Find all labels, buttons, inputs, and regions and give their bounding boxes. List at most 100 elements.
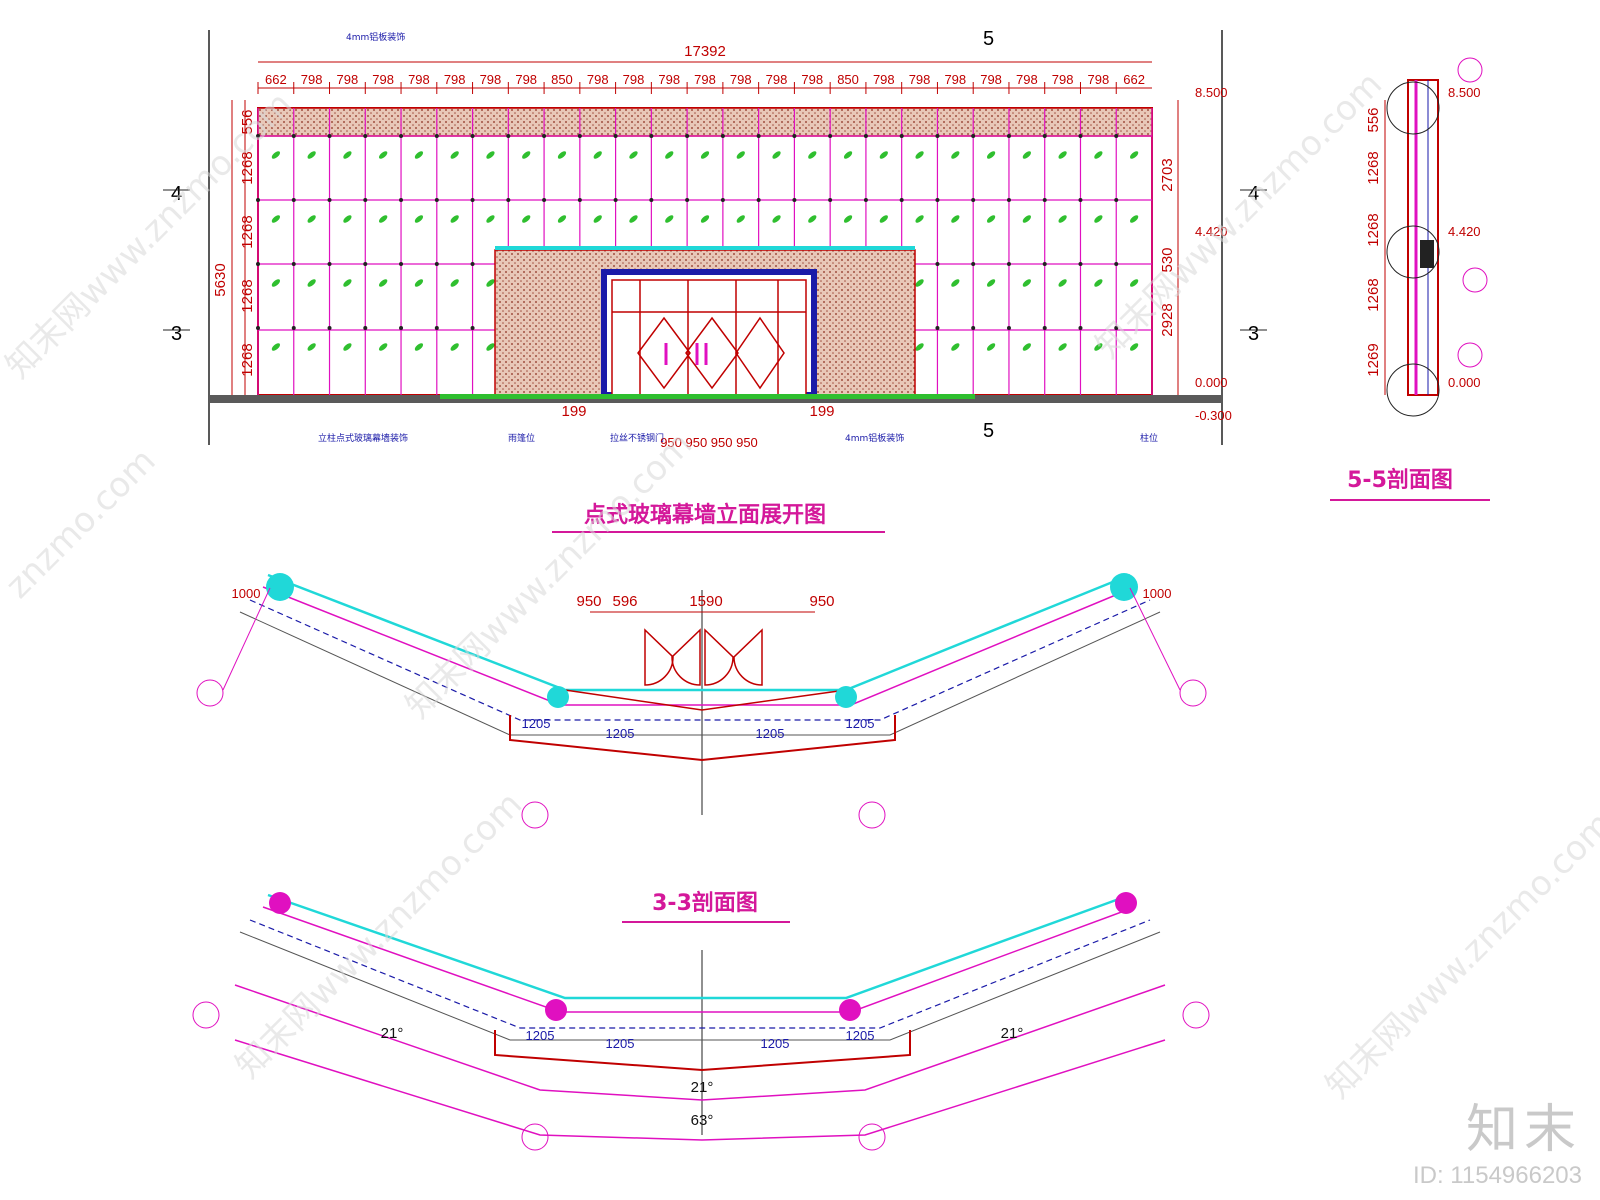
leaf-icon: [915, 151, 924, 159]
top-dim: 798: [1016, 72, 1038, 87]
leaf-icon: [557, 215, 567, 223]
leaf-icon: [986, 151, 996, 159]
plan-dim-1590: 1590: [689, 593, 722, 610]
footer-brand: 知末: [1465, 1100, 1582, 1160]
right-dim-1: 2703: [1159, 158, 1176, 191]
leaf-icon: [307, 279, 316, 287]
top-dim: 798: [444, 72, 466, 87]
right-dim-2: 530: [1159, 247, 1176, 272]
section-mark-4-left: 4: [171, 183, 182, 205]
leaf-icon: [307, 343, 316, 351]
section-3-3: 21° 21° 21° 63° 1205 1205 1205 1205: [192, 892, 1210, 1151]
leaf-icon: [986, 215, 996, 223]
angle-left: 21°: [381, 1025, 404, 1042]
top-dim: 798: [515, 72, 537, 87]
section-mark-4-right: 4: [1248, 183, 1259, 205]
leaf-icon: [986, 279, 996, 287]
leaf-icon: [343, 343, 352, 351]
top-dim: 798: [587, 72, 609, 87]
leaf-icon: [629, 215, 638, 223]
s33-panel-dim-3: 1205: [761, 1036, 790, 1051]
section-mark-5-top: 5: [983, 28, 994, 50]
leaf-icon: [343, 215, 352, 223]
leaf-icon: [343, 279, 352, 287]
leaf-icon: [808, 151, 817, 159]
leaf-icon: [271, 215, 281, 223]
s55-dim-3: 1268: [1365, 213, 1382, 246]
leaf-icon: [808, 215, 817, 223]
aluminium-band: [257, 107, 1153, 137]
top-dim: 798: [372, 72, 394, 87]
leaf-icon: [1129, 279, 1139, 287]
left-dim: 1268: [239, 279, 256, 312]
leaf-icon: [1022, 279, 1031, 287]
leaf-icon: [450, 343, 459, 351]
leaf-icon: [915, 279, 924, 287]
leaf-icon: [843, 215, 853, 223]
leaf-icon: [951, 343, 960, 351]
plan-panel-dim-2: 1205: [606, 726, 635, 741]
top-dim: 798: [873, 72, 895, 87]
top-dim: 798: [730, 72, 752, 87]
leaf-icon: [665, 215, 674, 223]
leaf-icon: [665, 151, 674, 159]
top-dim: 850: [551, 72, 573, 87]
top-dim: 798: [658, 72, 680, 87]
leaf-icon: [414, 151, 424, 159]
leaf-icon: [1094, 343, 1103, 351]
leaf-icon: [915, 215, 924, 223]
leaf-icon: [772, 151, 781, 159]
leaf-icon: [1129, 151, 1139, 159]
top-dim: 798: [623, 72, 645, 87]
angle-total: 63°: [691, 1112, 714, 1129]
leaf-icon: [1022, 215, 1031, 223]
leaf-icon: [1058, 215, 1067, 223]
leaf-icon: [736, 215, 745, 223]
leaf-icon: [557, 151, 567, 159]
leaf-icon: [1129, 343, 1139, 351]
top-dim: 798: [944, 72, 966, 87]
s55-level-3: 0.000: [1448, 375, 1481, 390]
leaf-icon: [450, 215, 459, 223]
leaf-icon: [1094, 215, 1103, 223]
top-dim: 798: [337, 72, 359, 87]
level-4420: 4.420: [1195, 224, 1228, 239]
plan-dim-950-left: 950: [576, 593, 601, 610]
leaf-icon: [379, 343, 388, 351]
s55-dim-4: 1268: [1365, 278, 1382, 311]
plan-dim-950-right: 950: [809, 593, 834, 610]
s55-dim-1: 556: [1365, 107, 1382, 132]
plan-panel-dim-1: 1205: [522, 716, 551, 731]
plan-view: 950 596 1590 950 1000 1000 1205 1205 120…: [196, 573, 1207, 829]
note-door: 拉丝不锈钢门: [610, 432, 664, 444]
top-dim: 798: [980, 72, 1002, 87]
top-dim: 798: [909, 72, 931, 87]
plan-panel-dim-3: 1205: [756, 726, 785, 741]
top-dim: 798: [766, 72, 788, 87]
section-5-5-title: 5-5剖面图: [1347, 467, 1453, 493]
leaf-icon: [700, 151, 710, 159]
leaf-icon: [1022, 343, 1031, 351]
leaf-icon: [486, 151, 495, 159]
watermark-6: znzmo.com: [0, 441, 164, 606]
section-mark-3-right: 3: [1248, 323, 1259, 345]
plan-end-dim-right: 1000: [1143, 586, 1172, 601]
s33-panel-dim-2: 1205: [606, 1036, 635, 1051]
leaf-icon: [843, 151, 853, 159]
door-dims: 950 950 950 950: [660, 435, 758, 450]
s55-dim-5: 1269: [1365, 343, 1382, 376]
leaf-icon: [1058, 151, 1067, 159]
leaf-icon: [915, 343, 924, 351]
leaf-icon: [951, 279, 960, 287]
leaf-icon: [1094, 279, 1103, 287]
s33-panel-dim-1: 1205: [526, 1028, 555, 1043]
leaf-icon: [343, 151, 352, 159]
leaf-icon: [271, 279, 281, 287]
plan-dim-596: 596: [612, 593, 637, 610]
leaf-icon: [450, 151, 459, 159]
bottom-dim-right: 199: [809, 403, 834, 420]
leaf-icon: [1058, 343, 1067, 351]
footer: 知末 ID: 1154966203: [1413, 1087, 1582, 1190]
